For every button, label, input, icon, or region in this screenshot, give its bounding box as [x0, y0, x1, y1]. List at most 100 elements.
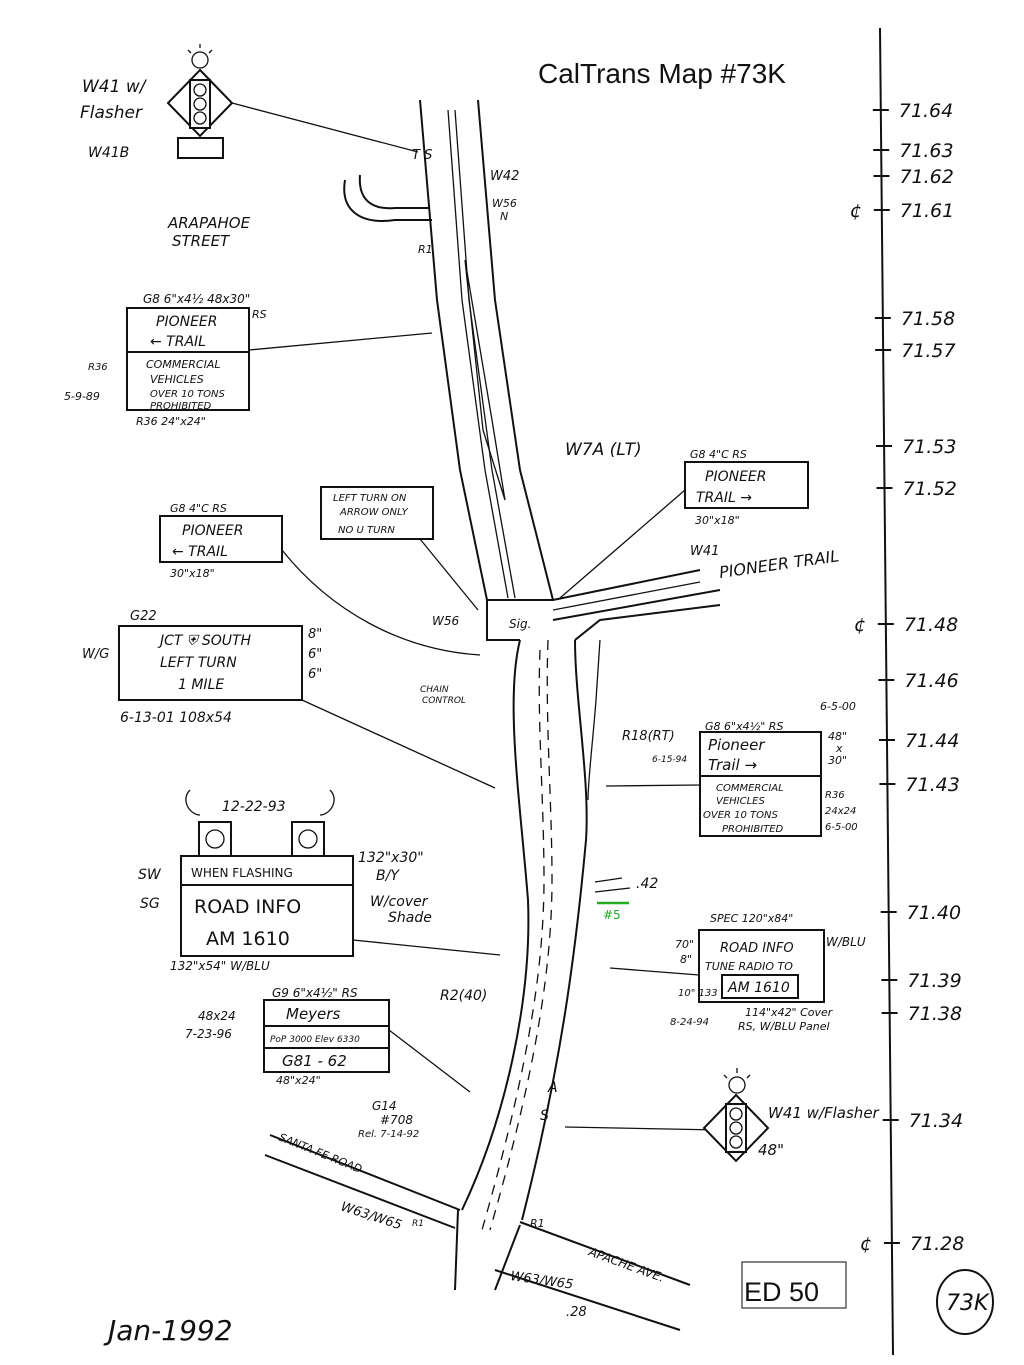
milepost-value: 71.52 — [903, 478, 957, 500]
pcr-lower4: PROHIBITED — [722, 824, 784, 835]
sign-meyers: G9 6"x4½" RS 48x24 7-23-96 Meyers PoP 30… — [185, 986, 471, 1093]
rir-date: 8-24-94 — [670, 1017, 709, 1028]
jct-h3: 6" — [308, 667, 322, 682]
highway-us50 — [419, 99, 601, 1291]
sign-lower-2: VEHICLES — [150, 373, 204, 386]
footer-sheet-id: 73K — [946, 1291, 990, 1316]
milepost-scale: 71.6471.6371.6271.61¢71.5871.5771.5371.5… — [850, 27, 964, 1356]
milepost-value: 71.28 — [910, 1233, 964, 1255]
sign-road-info-right: SPEC 120"x84" W/BLU ROAD INFO TUNE RADIO… — [609, 912, 866, 1033]
meyers-spec: G9 6"x4½" RS — [272, 986, 358, 1000]
label-w63-right: W63/W65 — [509, 1269, 574, 1293]
map-title: CalTrans Map #73K — [538, 58, 786, 89]
label-w56-mid: W56 — [432, 614, 460, 628]
arapahoe-street-label: ARAPAHOE — [167, 214, 251, 232]
label-s: S — [540, 1108, 549, 1124]
milepost-value: 71.40 — [907, 902, 961, 924]
meyers-size: 48"x24" — [276, 1074, 321, 1087]
label-w41-pioneer: W41 — [690, 544, 719, 559]
signal-head-top — [166, 44, 234, 159]
ril-size-top: 132"x30" — [358, 850, 424, 866]
sign-lower-1: COMMERCIAL — [146, 358, 221, 371]
pioneer-left-size: 30"x18" — [170, 567, 215, 580]
meyers-size-left: 48x24 — [198, 1009, 236, 1023]
pioneer-right-line1: PIONEER — [705, 469, 766, 485]
pcr-lower3: OVER 10 TONS — [703, 810, 779, 821]
jct-line3: 1 MILE — [178, 677, 224, 693]
sign-rs: RS — [252, 308, 267, 321]
sign-left-turn-only: LEFT TURN ON ARROW ONLY NO U TURN — [320, 486, 479, 611]
signal-top-label-2: Flasher — [80, 103, 143, 123]
pcr-line2: Trail → — [708, 756, 757, 774]
label-mp28: .28 — [566, 1305, 587, 1320]
sheet-id-circle — [936, 1269, 994, 1335]
rir-line3: AM 1610 — [727, 980, 790, 996]
meyers-line1: Meyers — [286, 1005, 340, 1023]
santa-fe-road — [269, 1134, 461, 1211]
label-r1-top: R1 — [418, 243, 433, 256]
sign-size: R36 24"x24" — [136, 415, 206, 428]
pioneer-trail-road — [486, 569, 721, 641]
ril-line2: AM 1610 — [206, 928, 290, 950]
ril-sw: SW — [138, 867, 162, 883]
pioneer-left-spec: G8 4"C RS — [170, 502, 227, 515]
label-g14-2: #708 — [380, 1113, 413, 1127]
sign-line1: PIONEER — [156, 314, 217, 330]
footer-ed: ED 50 — [744, 1277, 819, 1307]
sign-road-info-left: 12-22-93 WHEN FLASHING ROAD INFO AM 1610… — [138, 789, 501, 973]
pcr-r36: R36 — [825, 790, 845, 801]
signal-top-label-1: W41 w/ — [82, 77, 148, 97]
meyers-date: 7-23-96 — [185, 1027, 232, 1041]
pcr-r36-date: 6-5-00 — [825, 822, 858, 833]
pioneer-right-size: 30"x18" — [695, 514, 740, 527]
milepost-value: 71.48 — [904, 614, 958, 636]
footer-date: Jan-1992 — [103, 1314, 233, 1347]
ed-box — [741, 1261, 847, 1309]
rir-h2: 8" — [680, 953, 692, 966]
pcr-lower1: COMMERCIAL — [716, 783, 784, 794]
pioneer-trail-label: PIONEER TRAIL — [718, 546, 840, 582]
label-w42: W42 — [490, 169, 519, 184]
rir-side: 10" 133 — [678, 988, 718, 999]
pcr-lower2: VEHICLES — [716, 796, 766, 807]
rir-h1: 70" — [675, 938, 694, 951]
sign-line2: ← TRAIL — [150, 334, 206, 350]
rir-line1: ROAD INFO — [720, 941, 794, 956]
pcr-r36-size: 24x24 — [825, 806, 856, 817]
sign-r36: R36 — [88, 362, 108, 373]
label-w56-n: N — [500, 210, 508, 223]
pioneer-right-line2: TRAIL → — [696, 490, 752, 506]
pcr-size3: 30" — [828, 754, 847, 767]
rir-cover2: RS, W/BLU Panel — [738, 1020, 830, 1033]
ril-cover2: Shade — [388, 910, 432, 926]
label-ts: T S — [412, 148, 432, 163]
label-g14-1: G14 — [372, 1099, 397, 1113]
jct-code: G22 — [130, 609, 157, 624]
label-r1-left: R1 — [412, 1219, 424, 1229]
centerline-mark: ¢ — [860, 1233, 872, 1255]
label-mp42: .42 — [636, 876, 658, 892]
rir-line2: TUNE RADIO TO — [705, 960, 793, 973]
rir-cover1: 114"x42" Cover — [745, 1006, 834, 1019]
sign-jct-south: G22 JCT ⛨ SOUTH LEFT TURN 1 MILE W/G 8" … — [82, 609, 496, 789]
arapahoe-connector — [343, 179, 432, 222]
ril-by: B/Y — [376, 868, 400, 884]
milepost-value: 71.58 — [901, 308, 955, 330]
ril-sg: SG — [140, 896, 160, 912]
signal-head-bottom — [702, 1068, 770, 1163]
apache-ave — [519, 1221, 691, 1286]
ril-line1: ROAD INFO — [194, 896, 301, 918]
label-g14-3: Rel. 7-14-92 — [358, 1129, 419, 1140]
pioneer-left-line2: ← TRAIL — [172, 544, 228, 560]
pioneer-left-line1: PIONEER — [182, 523, 243, 539]
ril-cover1: W/cover — [370, 894, 429, 910]
milepost-value: 71.34 — [909, 1110, 963, 1132]
sign-spec: G8 6"x4½ 48x30" — [143, 292, 250, 306]
signal-top-code: W41B — [88, 145, 129, 161]
label-green: #5 — [603, 908, 621, 922]
sign-pioneer-left: G8 4"C RS PIONEER ← TRAIL 30"x18" — [159, 502, 481, 656]
pcr-size1: 48" — [828, 730, 847, 743]
arapahoe-street-label-2: STREET — [172, 232, 231, 250]
ril-top: WHEN FLASHING — [191, 866, 293, 880]
left-turn-line1: LEFT TURN ON — [333, 493, 407, 504]
